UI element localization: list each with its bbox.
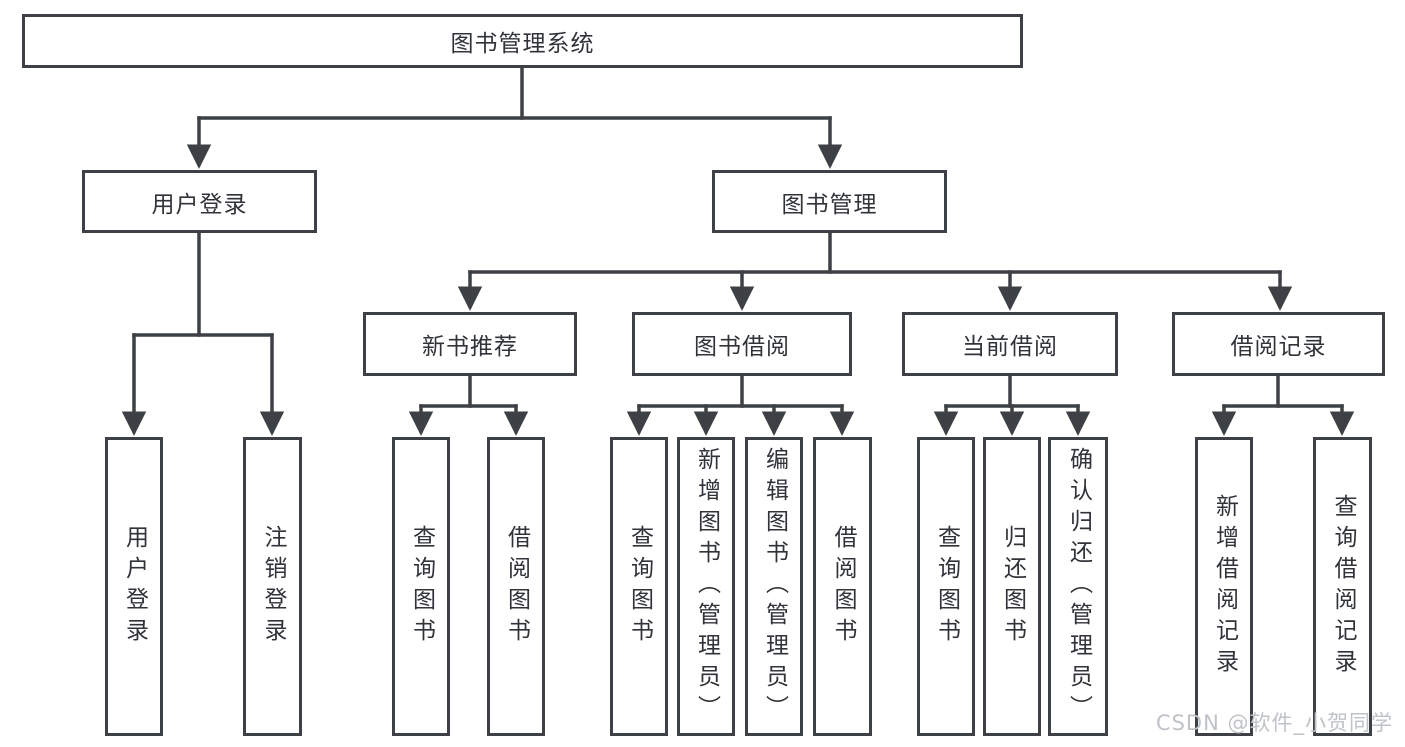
node-new-book-recommend: 新书推荐 [363,312,577,376]
leaf-borrow-books: 借阅图书 [813,437,872,736]
leaf-query-books-current: 查询图书 [917,437,975,736]
node-user-login: 用户登录 [82,170,317,233]
leaf-query-borrow-record: 查询借阅记录 [1313,437,1372,736]
leaf-confirm-return-admin: 确认归还（管理员） [1048,437,1108,736]
leaf-logout: 注销登录 [243,437,302,736]
leaf-add-borrow-record: 新增借阅记录 [1195,437,1253,736]
node-current-borrow: 当前借阅 [902,312,1118,376]
leaf-user-login: 用户登录 [105,437,163,736]
leaf-query-books-borrow: 查询图书 [610,437,668,736]
leaf-edit-book-admin: 编辑图书（管理员） [745,437,803,736]
node-book-management: 图书管理 [712,170,947,233]
node-borrow-records: 借阅记录 [1172,312,1385,376]
watermark: CSDN @软件_小贺同学 [1155,711,1393,735]
leaf-return-book: 归还图书 [983,437,1041,736]
node-library-system: 图书管理系统 [22,14,1023,68]
node-book-borrow: 图书借阅 [632,312,852,376]
leaf-borrow-books-recommend: 借阅图书 [487,437,545,736]
leaf-query-books-recommend: 查询图书 [392,437,450,736]
leaf-add-book-admin: 新增图书（管理员） [677,437,735,736]
